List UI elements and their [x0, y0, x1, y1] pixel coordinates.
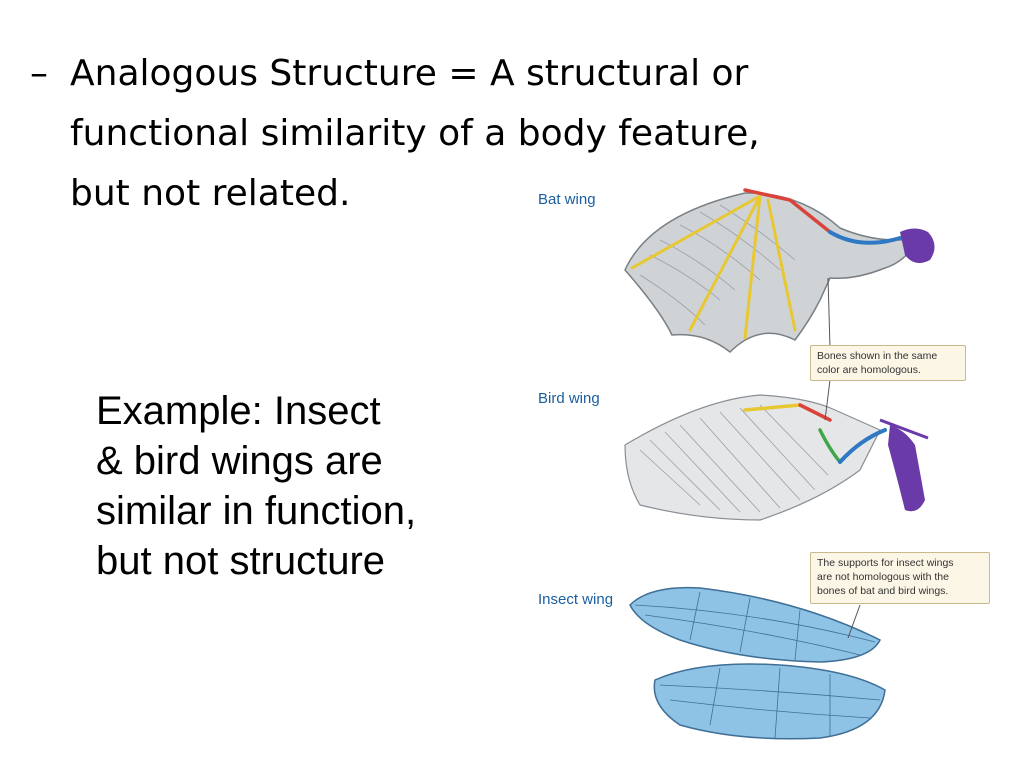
callout-homologous: Bones shown in the same color are homolo… [810, 345, 966, 381]
callout-leader-insect [847, 604, 861, 639]
label-bat-wing: Bat wing [538, 191, 596, 208]
bullet-line-1: Analogous Structure = A structural or [70, 53, 749, 94]
bullet-definition: – Analogous Structure = A structural or … [30, 44, 890, 224]
bat-wing-illustration [624, 188, 935, 354]
callout-leader-bat [827, 277, 831, 349]
example-line-1: Example: Insect [96, 389, 381, 433]
callout-insect-supports: The supports for insect wings are not ho… [810, 552, 990, 604]
example-line-4: but not structure [96, 539, 386, 583]
example-line-3: similar in function, [96, 489, 417, 533]
bullet-line-2: functional similarity of a body feature, [70, 113, 760, 154]
label-insect-wing: Insect wing [538, 591, 614, 608]
example-line-2: & bird wings are [96, 439, 383, 483]
callout-insect-line-3: bones of bat and bird wings. [817, 585, 949, 597]
callout-homologous-line-2: color are homologous. [817, 364, 921, 376]
bullet-dash: – [30, 53, 48, 94]
insect-wing-illustration [629, 586, 886, 740]
bullet-line-3: but not related. [70, 173, 351, 214]
callout-leader-bird [824, 379, 831, 421]
callout-insect-line-1: The supports for insect wings [817, 557, 954, 569]
callout-insect-line-2: are not homologous with the [817, 571, 949, 583]
bird-wing-illustration [624, 394, 929, 521]
example-text: Example: Insect & bird wings are similar… [96, 386, 526, 586]
label-bird-wing: Bird wing [538, 390, 600, 407]
callout-homologous-line-1: Bones shown in the same [817, 350, 938, 362]
